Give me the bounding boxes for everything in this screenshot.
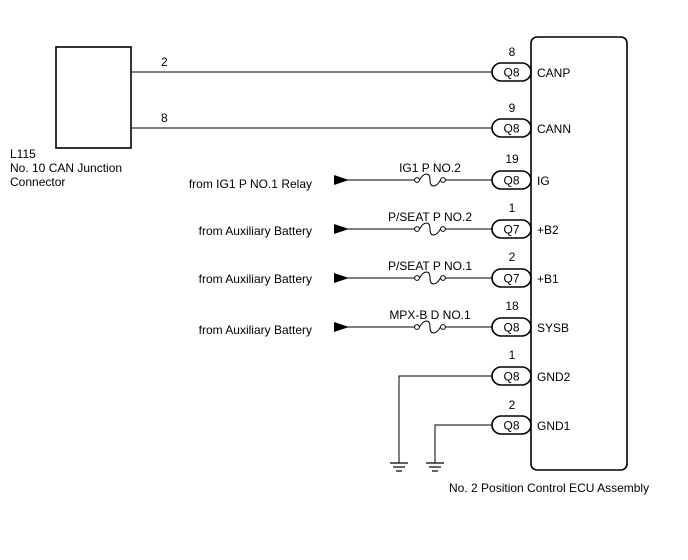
terminal-label: GND2 (537, 370, 571, 384)
junction-connector-box (55, 46, 132, 149)
ecu-pin-number: 2 (509, 250, 516, 264)
source-label: from Auxiliary Battery (199, 323, 312, 337)
connector-code: Q7 (503, 223, 519, 237)
ecu-pin-number: 19 (505, 152, 519, 166)
fuse-label: P/SEAT P NO.1 (388, 259, 472, 273)
arrow-icon (334, 322, 349, 332)
fuse-label: IG1 P NO.2 (399, 161, 461, 175)
junction-connector-id: L115 (10, 147, 36, 161)
arrow-icon (334, 224, 349, 234)
junction-connector-name-line2: Connector (10, 175, 65, 189)
connector-capsule (491, 415, 532, 435)
ground-icon (390, 462, 408, 472)
fuse-icon (414, 320, 446, 334)
connector-code: Q8 (503, 321, 519, 335)
fuse-label: P/SEAT P NO.2 (388, 210, 472, 224)
terminal-label: CANP (537, 66, 570, 80)
ecu-pin-number: 8 (509, 45, 516, 59)
source-label: from Auxiliary Battery (199, 272, 312, 286)
fuse-icon (414, 271, 446, 285)
connector-capsule (491, 118, 532, 138)
terminal-label: IG (537, 174, 550, 188)
terminal-label: GND1 (537, 419, 571, 433)
fuse-icon (414, 222, 446, 236)
ecu-pin-number: 1 (509, 348, 516, 362)
arrow-icon (334, 175, 349, 185)
ecu-box (530, 36, 628, 471)
ecu-pin-number: 1 (509, 201, 516, 215)
wire-gnd1 (434, 424, 492, 463)
junction-pin-canp: 2 (161, 55, 168, 69)
ecu-pin-number: 2 (509, 398, 516, 412)
connector-capsule (491, 268, 532, 288)
ecu-pin-number: 9 (509, 101, 516, 115)
terminal-label: SYSB (537, 321, 569, 335)
connector-capsule (491, 62, 532, 82)
connector-code: Q7 (503, 272, 519, 286)
arrow-icon (334, 273, 349, 283)
ecu-name: No. 2 Position Control ECU Assembly (449, 481, 649, 495)
wire-gnd2 (398, 375, 492, 463)
junction-connector-name-line1: No. 10 CAN Junction (10, 161, 122, 175)
connector-capsule (491, 170, 532, 190)
fuse-label: MPX-B D NO.1 (389, 308, 471, 322)
junction-pin-cann: 8 (161, 111, 168, 125)
connector-code: Q8 (503, 174, 519, 188)
terminal-label: +B1 (537, 272, 559, 286)
ecu-pin-number: 18 (505, 299, 519, 313)
terminal-label: CANN (537, 122, 571, 136)
source-label: from IG1 P NO.1 Relay (189, 177, 312, 191)
ground-icon (426, 462, 444, 472)
source-label: from Auxiliary Battery (199, 224, 312, 238)
fuse-icon (414, 173, 446, 187)
connector-code: Q8 (503, 122, 519, 136)
connector-capsule (491, 317, 532, 337)
connector-code: Q8 (503, 419, 519, 433)
connector-capsule (491, 219, 532, 239)
connector-code: Q8 (503, 66, 519, 80)
terminal-label: +B2 (537, 223, 559, 237)
connector-capsule (491, 366, 532, 386)
connector-code: Q8 (503, 370, 519, 384)
